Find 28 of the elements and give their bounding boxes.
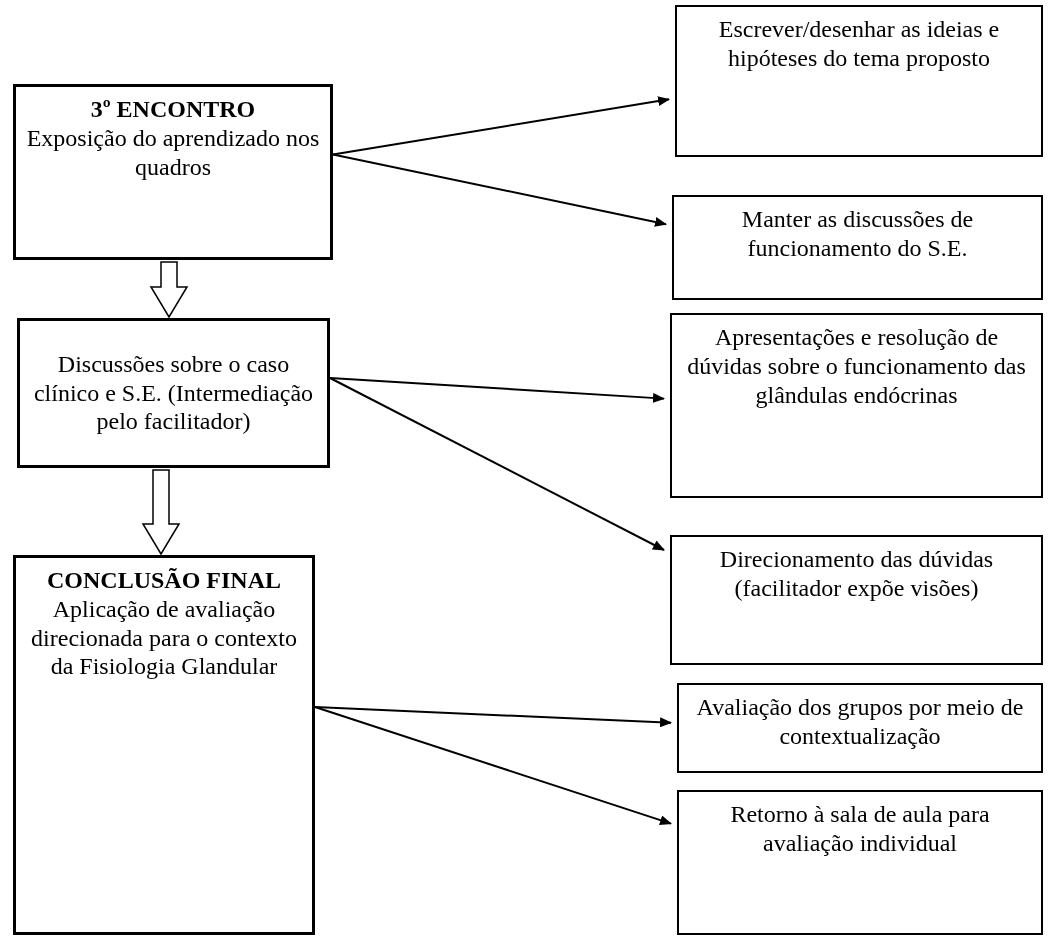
arrow [332,153,667,227]
box-heading: 3º ENCONTRO [90,95,256,124]
block-arrow [149,261,189,319]
process-box [677,790,1043,935]
box-text: Exposição do aprendizado nos quadros [26,123,320,182]
arrow [314,706,672,728]
process-box [675,5,1043,157]
box-text: Retorno à sala de aula para avaliação individual [729,800,991,858]
box-text: Apresentações e resolução de dúvidas sobre o funcionamento das glândulas endócrinas [686,323,1027,410]
block-arrow [141,469,181,556]
process-box [13,84,333,260]
process-box [670,313,1043,498]
arrow [332,96,670,156]
process-box [672,195,1043,300]
box-text: Avaliação dos grupos por meio de contextualização [695,693,1025,751]
arrow [329,377,665,551]
process-box [670,535,1043,665]
arrow [329,377,665,403]
box-heading: CONCLUSÃO FINAL [47,566,281,595]
box-text: Discussões sobre o caso clínico e S.E. (Intermediação pelo facilitador) [32,349,315,437]
process-box [677,683,1043,773]
process-box [17,318,330,468]
box-text: Escrever/desenhar as ideias e hipóteses do tema proposto [717,15,1001,73]
process-box [13,555,315,935]
arrow [314,706,672,825]
box-text: Manter as discussões de funcionamento do S.E. [740,205,975,263]
box-text: Aplicação de avaliação direcionada para o contexto da Fisiologia Glandular [30,594,298,682]
box-text: Direcionamento das dúvidas (facilitador expõe visões) [718,545,995,603]
